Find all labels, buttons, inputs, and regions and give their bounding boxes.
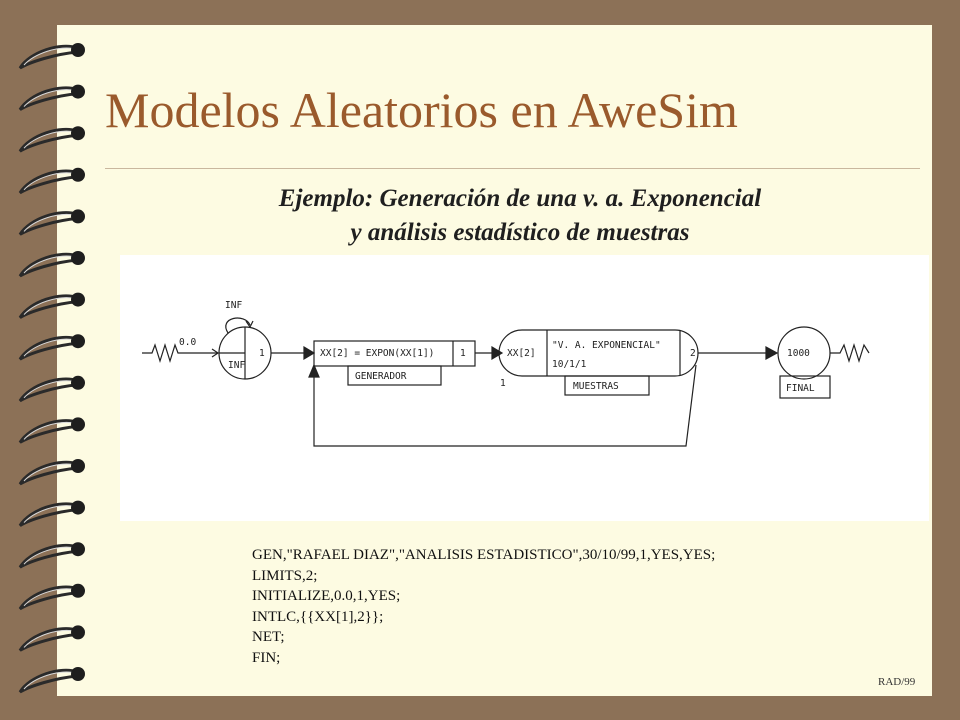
slide-title: Modelos Aleatorios en AweSim bbox=[105, 82, 738, 138]
network-diagram: 0.0 INF INF 1 XX[2] = EXPON(XX[1]) 1 GEN… bbox=[120, 255, 929, 521]
binding-ring bbox=[18, 252, 79, 278]
assign-m-label: 1 bbox=[460, 348, 466, 359]
footer-label: RAD/99 bbox=[878, 676, 916, 688]
assign-text: XX[2] = EXPON(XX[1]) bbox=[320, 348, 434, 359]
binding-ring bbox=[18, 627, 79, 652]
binding-ring bbox=[18, 169, 79, 195]
terminate-count-label: 1000 bbox=[787, 348, 810, 359]
binding-ring bbox=[18, 294, 79, 319]
binding-ring bbox=[18, 211, 79, 236]
arrow-head-3 bbox=[765, 345, 779, 361]
code-line: INITIALIZE,0.0,1,YES; bbox=[252, 588, 401, 604]
entry-arrow-head bbox=[211, 348, 220, 358]
binding-ring bbox=[18, 585, 79, 611]
arrow-head-1 bbox=[303, 345, 316, 361]
binding-hole bbox=[71, 84, 85, 99]
binding-hole bbox=[71, 375, 85, 390]
binding-hole bbox=[71, 209, 85, 224]
feedback-loop bbox=[313, 364, 697, 447]
create-m-label: 1 bbox=[259, 348, 265, 359]
binding-hole bbox=[71, 43, 85, 57]
binding-ring bbox=[18, 502, 79, 527]
binding-ring bbox=[18, 377, 79, 403]
binding-ring bbox=[18, 44, 79, 70]
terminate-label: FINAL bbox=[786, 383, 815, 394]
binding-hole bbox=[71, 500, 85, 515]
create-bottom-label: INF bbox=[228, 360, 245, 371]
collect-node bbox=[498, 329, 699, 377]
entry-zigzag bbox=[142, 342, 218, 364]
binding-ring bbox=[18, 86, 79, 111]
binding-ring bbox=[18, 419, 79, 444]
collect-num-label: 1 bbox=[500, 378, 506, 389]
binding-hole bbox=[71, 334, 85, 349]
binding-hole bbox=[71, 167, 85, 182]
binding-ring bbox=[18, 543, 79, 569]
collect-spec-label: 10/1/1 bbox=[552, 359, 587, 370]
terminate-label-box bbox=[779, 375, 831, 399]
collect-m-label: 2 bbox=[690, 348, 696, 359]
assign-label: GENERADOR bbox=[355, 371, 407, 382]
binding-ring bbox=[18, 127, 79, 153]
create-top-label: INF bbox=[225, 300, 242, 311]
arrow-head-2 bbox=[491, 345, 504, 361]
exit-zigzag bbox=[830, 342, 870, 364]
binding-ring bbox=[18, 335, 79, 361]
binding-hole bbox=[71, 542, 85, 557]
spiral-binding bbox=[18, 43, 85, 694]
title-divider bbox=[105, 168, 920, 169]
network-diagram-svg: 0.0 INF INF 1 XX[2] = EXPON(XX[1]) 1 GEN… bbox=[142, 300, 870, 447]
code-line: GEN,"RAFAEL DIAZ","ANALISIS ESTADISTICO"… bbox=[252, 547, 716, 563]
collect-title-label: "V. A. EXPONENCIAL" bbox=[552, 340, 661, 351]
binding-hole bbox=[71, 292, 85, 307]
code-line: FIN; bbox=[252, 649, 281, 666]
binding-hole bbox=[71, 417, 85, 432]
binding-hole bbox=[71, 583, 85, 598]
binding-hole bbox=[71, 625, 85, 640]
collect-label: MUESTRAS bbox=[573, 381, 619, 392]
collect-var-label: XX[2] bbox=[507, 348, 536, 359]
binding-ring bbox=[18, 460, 79, 486]
code-line: INTLC,{{XX[1],2}}; bbox=[252, 608, 384, 625]
create-time-label: 0.0 bbox=[179, 337, 196, 348]
binding-ring bbox=[18, 668, 79, 694]
binding-hole bbox=[71, 251, 85, 265]
code-line: NET; bbox=[252, 629, 285, 645]
binding-hole bbox=[71, 459, 85, 473]
binding-hole bbox=[71, 126, 85, 141]
code-line: LIMITS,2; bbox=[252, 567, 318, 584]
subtitle-line-1: Ejemplo: Generación de una v. a. Exponen… bbox=[278, 185, 762, 212]
create-self-loop bbox=[225, 317, 251, 334]
binding-hole bbox=[71, 667, 85, 681]
subtitle-line-2: y análisis estadístico de muestras bbox=[350, 219, 690, 246]
collect-label-box bbox=[564, 375, 650, 396]
code-block: GEN,"RAFAEL DIAZ","ANALISIS ESTADISTICO"… bbox=[252, 545, 715, 668]
assign-label-box bbox=[347, 365, 442, 386]
